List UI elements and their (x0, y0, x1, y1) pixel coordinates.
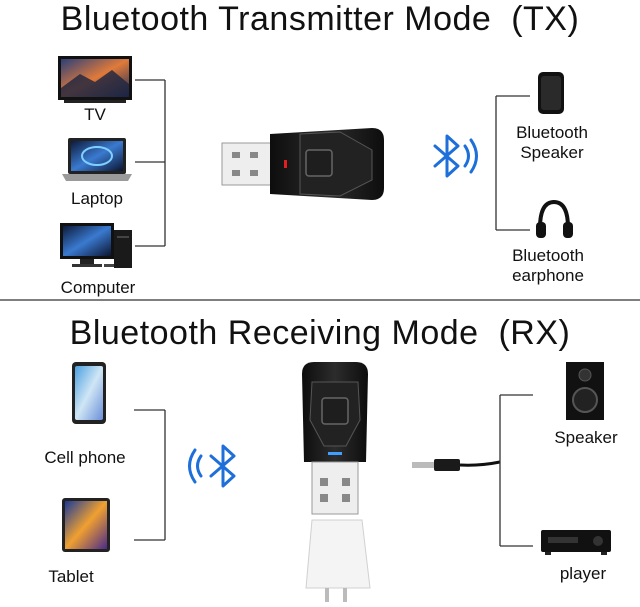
laptop-icon (62, 138, 132, 181)
source-label-laptop: Laptop (71, 189, 123, 208)
tx-title: Bluetooth Transmitter Mode (TX) (60, 0, 580, 38)
tx-dongle-icon (221, 128, 384, 200)
output-label-speaker: Speaker (554, 428, 618, 447)
source-label-cell-phone: Cell phone (44, 448, 126, 467)
tx-output-bracket (495, 95, 530, 231)
aux-cable-icon (412, 459, 501, 471)
media-player-icon (541, 530, 611, 555)
source-label-tablet: Tablet (48, 567, 94, 586)
bookshelf-speaker-icon (566, 362, 604, 420)
tv-icon (58, 56, 132, 103)
tx-source-bracket (135, 79, 166, 247)
computer-icon (60, 223, 132, 268)
rx-bluetooth-icon (188, 444, 236, 488)
rx-source-bracket (134, 409, 166, 541)
output-label-bt-speaker: Bluetooth Speaker (516, 123, 588, 162)
output-label-bt-earphone: Bluetooth earphone (512, 246, 584, 285)
headphones-icon (536, 199, 573, 238)
charger-icon (305, 519, 371, 602)
source-label-tv: TV (84, 105, 106, 124)
phone-icon (72, 362, 106, 424)
rx-title: Bluetooth Receiving Mode (RX) (69, 314, 571, 352)
source-label-computer: Computer (60, 278, 136, 297)
tablet-icon (62, 498, 110, 552)
speaker-icon (538, 72, 564, 114)
rx-dongle-icon (302, 362, 368, 515)
output-label-player: player (559, 564, 607, 583)
rx-output-bracket (499, 394, 533, 547)
tx-bluetooth-icon (433, 134, 478, 178)
